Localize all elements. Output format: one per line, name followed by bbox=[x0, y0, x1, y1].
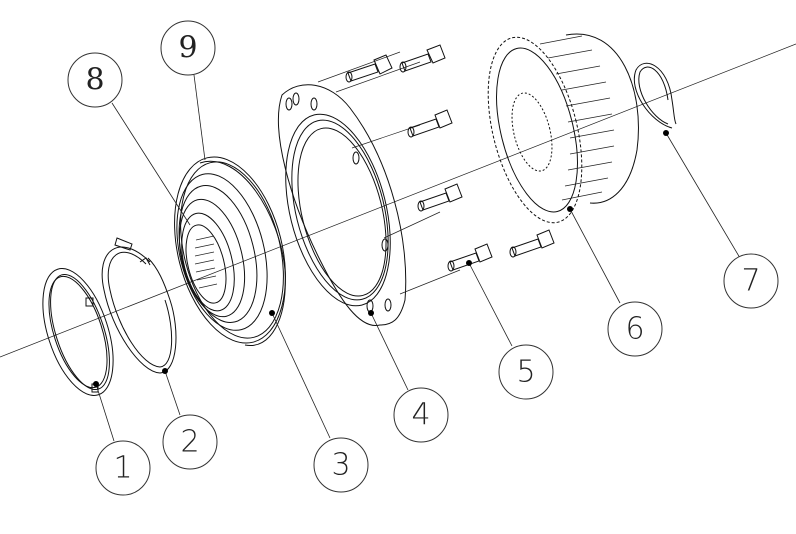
part-3-hub-flange bbox=[174, 156, 286, 347]
callout-label: 6 bbox=[625, 312, 644, 347]
callout-5: 5 bbox=[498, 344, 554, 400]
bolt bbox=[399, 44, 446, 73]
leader-lines bbox=[93, 74, 741, 442]
part-7-snap-ring bbox=[633, 62, 677, 129]
bolt bbox=[417, 183, 463, 212]
bolt bbox=[407, 109, 453, 138]
spline-teeth bbox=[194, 235, 218, 289]
callout-9: 9 bbox=[160, 20, 216, 76]
callout-label: 7 bbox=[741, 264, 760, 299]
callout-label: 1 bbox=[113, 451, 132, 486]
gear-teeth bbox=[539, 35, 615, 201]
callout-label: 8 bbox=[85, 63, 104, 98]
callout-1: 1 bbox=[95, 440, 151, 496]
bolt bbox=[447, 243, 493, 272]
callout-2: 2 bbox=[162, 414, 218, 470]
part-2-circlip bbox=[101, 237, 177, 374]
part-1-retaining-ring bbox=[42, 268, 114, 396]
callout-4: 4 bbox=[393, 387, 449, 443]
center-axis-line bbox=[0, 43, 796, 358]
callout-6: 6 bbox=[607, 301, 663, 357]
callout-8: 8 bbox=[67, 52, 123, 108]
callout-label: 2 bbox=[180, 425, 199, 460]
callout-label: 5 bbox=[516, 355, 535, 390]
callout-3: 3 bbox=[313, 437, 369, 493]
bolt bbox=[345, 54, 393, 83]
part-5-bolts bbox=[345, 44, 555, 272]
bolt bbox=[509, 229, 555, 258]
part-6-gear bbox=[487, 33, 639, 224]
callout-7: 7 bbox=[723, 253, 779, 309]
callout-label: 9 bbox=[178, 31, 197, 66]
callout-label: 3 bbox=[331, 448, 350, 483]
callout-label: 4 bbox=[411, 398, 430, 433]
part-4-housing-flange bbox=[277, 51, 461, 327]
